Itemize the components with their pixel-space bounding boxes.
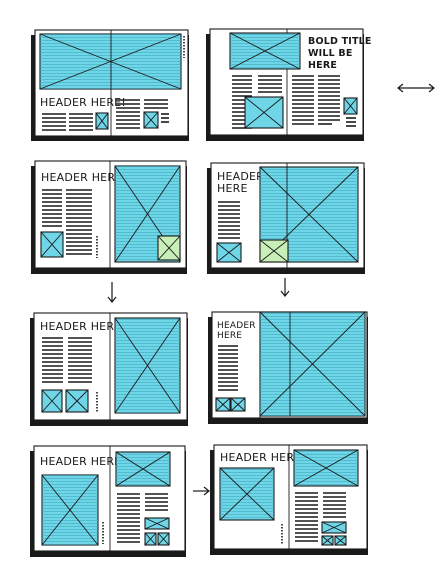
thumb-image-placeholder — [343, 97, 358, 115]
text-block — [292, 75, 340, 125]
image-placeholder — [293, 449, 359, 487]
text-block — [116, 99, 168, 129]
thumb-image-placeholder — [144, 517, 170, 530]
spread-4: HEADER HERE — [207, 162, 365, 274]
spread-8: HEADER HERE — [210, 444, 368, 555]
accent-placeholder — [157, 235, 181, 261]
thumb-image-placeholder — [65, 389, 89, 413]
spread-3: HEADER HERE — [31, 160, 187, 274]
thumb-image-placeholder — [215, 397, 231, 412]
thumb-image-placeholder — [216, 242, 242, 263]
spread-title: BOLD TITLE WILL BE HERE — [308, 36, 375, 71]
spread-header: HEADER HERE — [40, 320, 121, 333]
thumb-image-placeholder — [143, 111, 159, 129]
spread-5: HEADER HERE — [30, 312, 188, 426]
spread-header: HEADER HERE — [41, 171, 122, 184]
text-block — [295, 492, 346, 542]
thumb-image-placeholder — [95, 112, 109, 130]
image-placeholder — [114, 317, 181, 414]
spread-1: HEADER HERE! — [31, 29, 189, 141]
image-placeholder — [244, 96, 284, 129]
thumb-image-placeholder — [321, 521, 347, 534]
spread-6: HEADER HERE — [208, 311, 368, 424]
text-block — [42, 337, 92, 383]
spread-header: HEADER HERE — [217, 321, 259, 341]
image-placeholder — [229, 32, 301, 70]
text-block — [42, 189, 92, 255]
thumb-image-placeholder — [157, 532, 170, 546]
down-arrow-icon — [107, 282, 117, 303]
thumb-image-placeholder — [321, 535, 334, 546]
spread-2: BOLD TITLE WILL BE HERE — [206, 28, 375, 141]
spread-header: HEADER HERE! — [40, 96, 126, 109]
spread-7: HEADER HERE — [30, 445, 186, 557]
down-arrow-icon — [280, 278, 290, 297]
right-arrow-icon — [193, 486, 210, 496]
thumb-image-placeholder — [40, 231, 64, 258]
image-placeholder — [115, 451, 171, 487]
spread-header: HEADER HERE — [40, 455, 121, 468]
thumb-image-placeholder — [41, 389, 63, 413]
text-block — [218, 201, 240, 239]
spread-header: HEADER HERE — [220, 451, 301, 464]
thumb-image-placeholder — [334, 535, 347, 546]
image-placeholder — [259, 311, 366, 417]
thumb-image-placeholder — [144, 532, 157, 546]
image-placeholder — [219, 467, 275, 521]
accent-placeholder — [259, 239, 289, 263]
image-placeholder — [39, 33, 182, 90]
image-placeholder — [41, 474, 99, 546]
double-arrow-icon — [397, 83, 435, 93]
thumb-image-placeholder — [230, 397, 246, 412]
text-block — [42, 113, 93, 131]
text-block — [218, 345, 238, 391]
text-block — [117, 493, 168, 543]
spread-header: HEADER HERE — [217, 170, 268, 195]
